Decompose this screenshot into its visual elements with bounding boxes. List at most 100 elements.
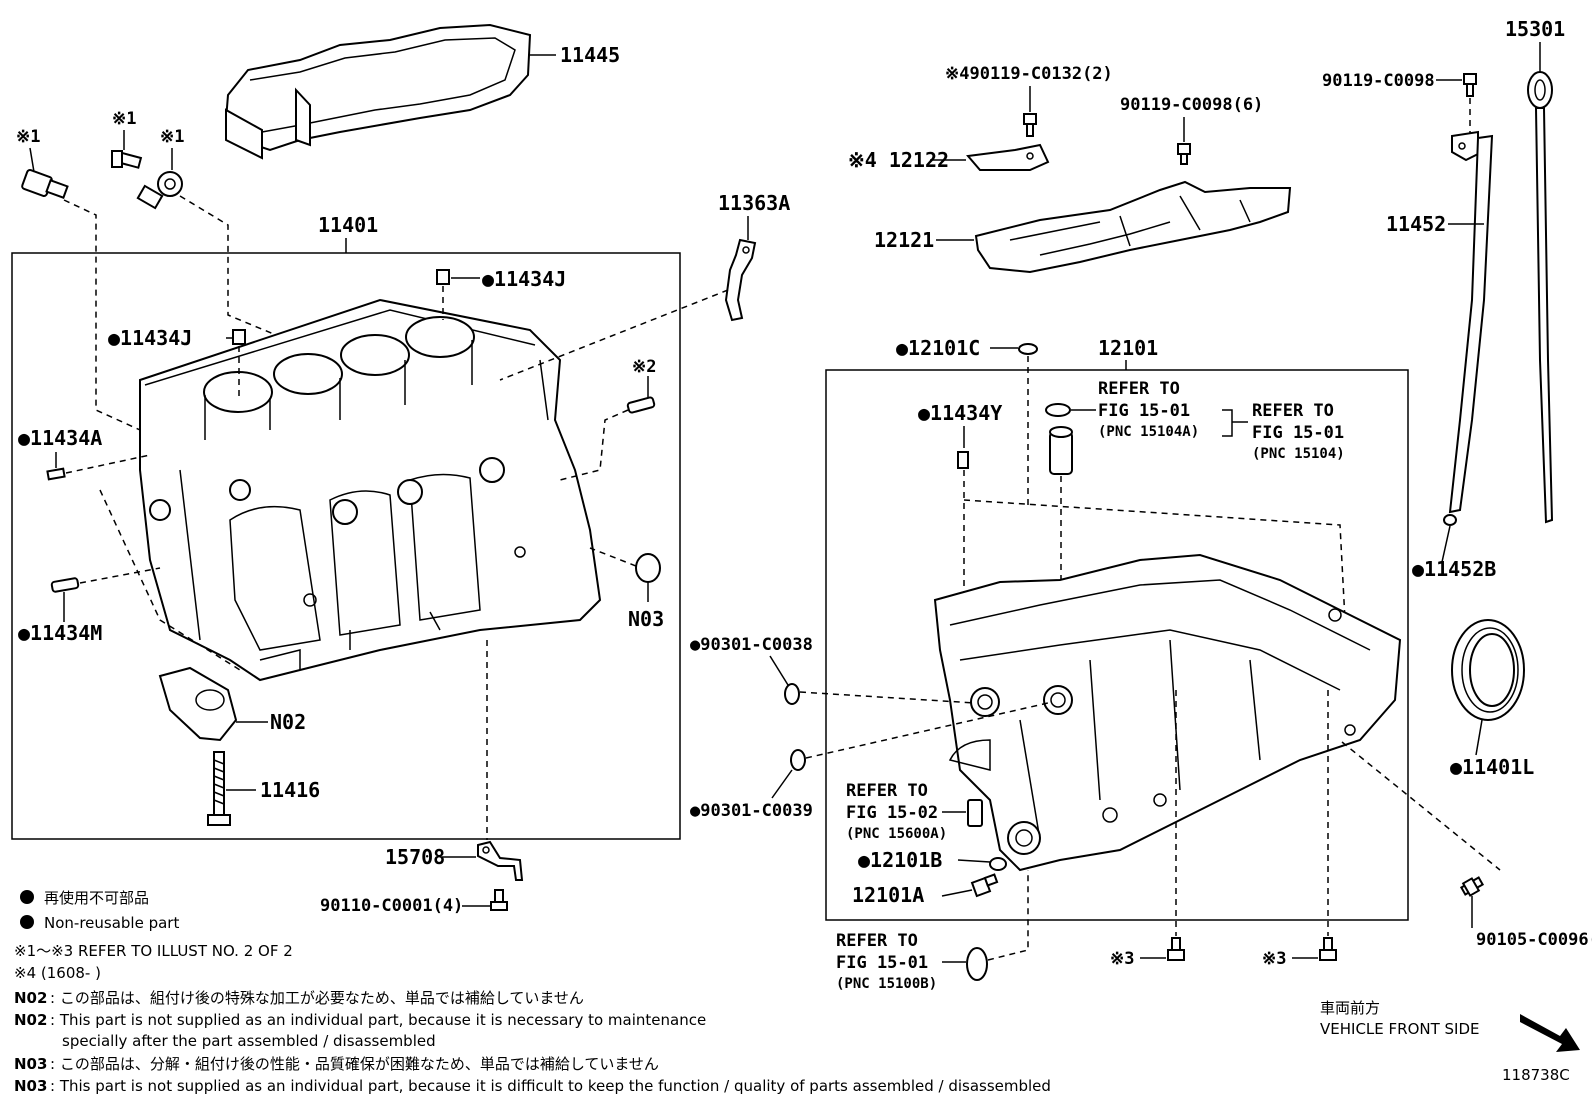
bolt-90119-c0098-icon[interactable] (1463, 73, 1477, 97)
label-11363a[interactable]: 11363A (718, 191, 790, 215)
part-15708-nozzle[interactable] (477, 840, 524, 881)
legend-reuse-en: Non-reusable part (44, 914, 179, 932)
legend-refer-illust: ※1～※3 REFER TO ILLUST NO. 2 OF 2 (14, 942, 293, 960)
refer3-line3: (PNC 15600A) (846, 826, 947, 842)
ref-note-1b: ※1 (112, 109, 136, 129)
refer4-line1: REFER TO (836, 931, 918, 951)
label-11434j-top[interactable]: ●11434J (482, 267, 566, 291)
refer1-line2: FIG 15-01 (1098, 401, 1190, 421)
knock-sensor-icon[interactable] (136, 171, 183, 210)
refer3-line2: FIG 15-02 (846, 803, 938, 823)
ref-note-1c: ※1 (160, 127, 184, 147)
oil-level-gauge-15301[interactable] (1527, 71, 1554, 524)
part-11363a-bracket[interactable] (724, 238, 757, 322)
ref-note-2: ※2 (632, 357, 656, 377)
vehicle-front-jp: 車両前方 (1320, 999, 1380, 1017)
oil-strainer-15104-icon[interactable] (1049, 426, 1073, 475)
sensor-bolt-1-icon[interactable] (111, 150, 143, 169)
bolt-ref3b-icon[interactable] (1319, 937, 1337, 961)
oil-seal-11401l[interactable] (1451, 619, 1525, 721)
dowel-11434j-top-icon[interactable] (436, 269, 450, 285)
label-11434j-left[interactable]: ●11434J (108, 326, 192, 350)
label-n02[interactable]: N02 (270, 710, 306, 734)
o-ring-15104a-icon[interactable] (1045, 403, 1071, 417)
legend-n02-en1: : This part is not supplied as an indivi… (50, 1011, 706, 1029)
label-90110[interactable]: 90110-C0001(4) (320, 896, 463, 916)
refer1-line1: REFER TO (1098, 379, 1180, 399)
ref-note-3a: ※3 (1110, 949, 1134, 969)
refer2-line1: REFER TO (1252, 401, 1334, 421)
plug-n03-icon[interactable] (635, 553, 661, 583)
label-12122[interactable]: ※4 12122 (848, 148, 949, 172)
legend-n02-code-jp: N02 (14, 989, 47, 1007)
label-11416[interactable]: 11416 (260, 778, 320, 802)
label-90105[interactable]: 90105-C0096(4) (1476, 930, 1592, 950)
oil-pan-12101[interactable] (933, 553, 1402, 872)
o-ring-90301-c0038-icon[interactable] (784, 683, 800, 705)
legend-n03-code-jp: N03 (14, 1055, 47, 1073)
label-90301-c0038[interactable]: ●90301-C0038 (690, 635, 813, 655)
label-11452[interactable]: 11452 (1386, 212, 1446, 236)
label-12101a[interactable]: 12101A (852, 883, 924, 907)
label-490119[interactable]: ※490119-C0132(2) (945, 64, 1113, 84)
oil-pan-group-box (825, 369, 1409, 921)
sensor-1-icon[interactable] (21, 169, 69, 199)
label-11401l[interactable]: ●11401L (1450, 755, 1534, 779)
label-90119-c0098[interactable]: 90119-C0098 (1322, 71, 1435, 91)
label-90301-c0039[interactable]: ●90301-C0039 (690, 801, 813, 821)
pin-11434m-icon[interactable] (50, 577, 80, 593)
dowel-11434j-left-icon[interactable] (232, 329, 246, 345)
legend-reuse-jp: 再使用不可部品 (44, 889, 149, 907)
cylinder-block-11401[interactable] (139, 298, 602, 682)
bolt-490119-icon[interactable] (1023, 113, 1037, 137)
pin-11434y-icon[interactable] (957, 451, 969, 469)
legend-n02-en2: specially after the part assembled / dis… (62, 1032, 436, 1050)
label-15301[interactable]: 15301 (1505, 17, 1565, 41)
refer1-line3: (PNC 15104A) (1098, 424, 1199, 440)
gauge-guide-11452[interactable] (1448, 130, 1494, 514)
bolt-ref3a-icon[interactable] (1167, 937, 1185, 961)
plug-15600a-icon[interactable] (967, 799, 983, 827)
gasket-15100b-icon[interactable] (966, 947, 988, 981)
label-n03[interactable]: N03 (628, 607, 664, 631)
label-11434y[interactable]: ●11434Y (918, 401, 1002, 425)
refer4-line3: (PNC 15100B) (836, 976, 937, 992)
drain-plug-12101a-icon[interactable] (970, 873, 999, 898)
label-12101[interactable]: 12101 (1098, 336, 1158, 360)
bolt-90110-icon[interactable] (490, 889, 508, 911)
label-12101b[interactable]: ●12101B (858, 848, 942, 872)
label-11445[interactable]: 11445 (560, 43, 620, 67)
legend-n02-jp: : この部品は、組付け後の特殊な加工が必要なため、単品では補給していません (50, 989, 584, 1007)
bolt-11416-icon[interactable] (207, 751, 231, 826)
label-15708[interactable]: 15708 (385, 845, 445, 869)
bearing-cap-n02[interactable] (158, 666, 238, 742)
bolt-90119-6-icon[interactable] (1177, 143, 1191, 165)
label-11434a[interactable]: ●11434A (18, 426, 102, 450)
label-11452b[interactable]: ●11452B (1412, 557, 1496, 581)
baffle-plate-12121[interactable] (974, 180, 1292, 274)
refer2-line2: FIG 15-01 (1252, 423, 1344, 443)
bolt-90105-icon[interactable] (1459, 876, 1485, 897)
refer4-line2: FIG 15-01 (836, 953, 928, 973)
legend-date-note: ※4 (1608- ) (14, 964, 101, 982)
label-11401[interactable]: 11401 (318, 213, 378, 237)
ref-note-1a: ※1 (16, 127, 40, 147)
pin-11434a-icon[interactable] (46, 467, 66, 481)
gasket-12101c-icon[interactable] (1018, 343, 1038, 355)
part-11445-insulator[interactable] (224, 23, 532, 160)
refer3-line1: REFER TO (846, 781, 928, 801)
bracket-12122[interactable] (966, 143, 1050, 171)
o-ring-90301-c0039-icon[interactable] (790, 749, 806, 771)
label-90119-6[interactable]: 90119-C0098(6) (1120, 95, 1263, 115)
non-reusable-bullet-icon-2 (20, 915, 34, 929)
label-12121[interactable]: 12121 (874, 228, 934, 252)
label-11434m[interactable]: ●11434M (18, 621, 102, 645)
o-ring-11452b-icon[interactable] (1443, 514, 1457, 526)
pin-ref2-icon[interactable] (626, 396, 656, 414)
gasket-12101b-icon[interactable] (989, 857, 1007, 871)
refer2-line3: (PNC 15104) (1252, 446, 1345, 462)
label-12101c[interactable]: ●12101C (896, 336, 980, 360)
legend-n03-code-en: N03 (14, 1077, 47, 1095)
ref-note-3b: ※3 (1262, 949, 1286, 969)
